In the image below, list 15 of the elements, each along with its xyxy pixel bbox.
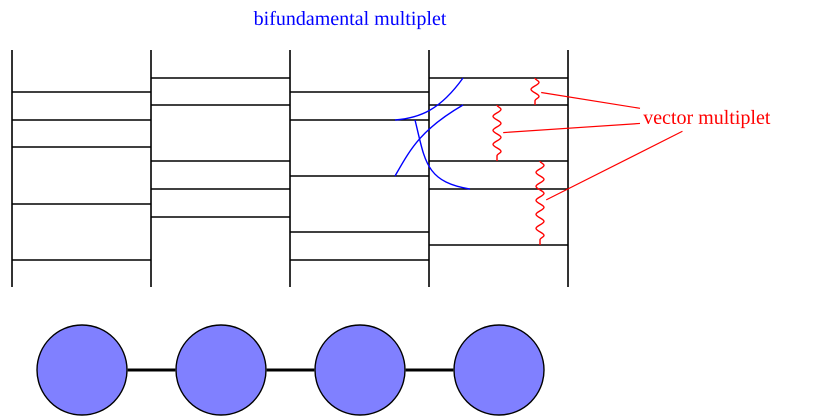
leader-line — [546, 130, 683, 200]
leader-line — [541, 92, 640, 109]
gauge-node-circle — [36, 324, 128, 416]
wavy-string — [492, 104, 502, 161]
edge-line — [406, 368, 454, 372]
heading-label: bifundamental multiplet — [254, 10, 446, 30]
edge-line — [128, 368, 176, 372]
multiplet-label: vector multiplet — [643, 110, 770, 128]
wavy-string — [535, 160, 545, 245]
leader-line — [503, 122, 640, 134]
gauge-node-circle — [314, 324, 406, 416]
gauge-node-circle — [453, 324, 545, 416]
gauge-node-circle — [175, 324, 267, 416]
wavy-string — [530, 78, 540, 105]
edge-line — [266, 368, 314, 372]
